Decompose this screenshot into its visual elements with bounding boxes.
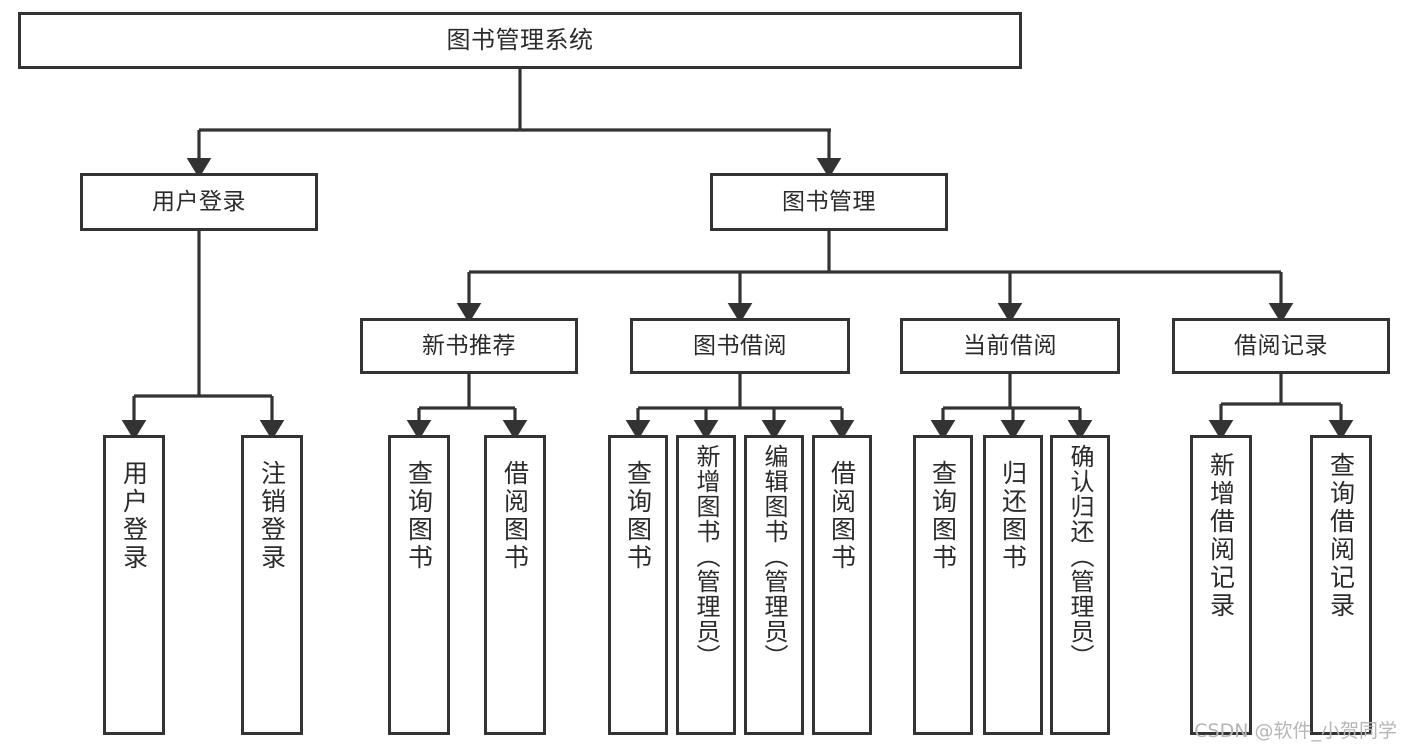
leaf-query-book-newbook[interactable]: 查询图书	[388, 435, 450, 735]
node-label: 图书借阅	[693, 332, 787, 359]
node-label: 图书管理系统	[446, 25, 594, 54]
leaf-logout-login[interactable]: 注销登录	[241, 435, 303, 735]
leaf-borrow-book[interactable]: 借阅图书	[812, 435, 872, 735]
leaf-query-book-borrow[interactable]: 查询图书	[608, 435, 668, 735]
node-label: 查询图书	[928, 460, 958, 572]
leaf-query-borrow-record[interactable]: 查询借阅记录	[1310, 435, 1372, 735]
leaf-return-book[interactable]: 归还图书	[983, 435, 1043, 735]
node-label: 图书管理	[782, 188, 876, 215]
leaf-borrow-book-newbook[interactable]: 借阅图书	[484, 435, 546, 735]
node-root-system[interactable]: 图书管理系统	[18, 12, 1022, 69]
node-label: 编辑图书（管理员）	[760, 444, 788, 669]
node-label: 注销登录	[257, 460, 287, 572]
node-label: 查询图书	[623, 460, 653, 572]
node-label: 归还图书	[998, 460, 1028, 572]
node-label: 当前借阅	[963, 332, 1057, 359]
node-label: 新增借阅记录	[1206, 452, 1236, 620]
node-label: 借阅图书	[500, 460, 530, 572]
node-label: 新增图书（管理员）	[692, 444, 720, 669]
node-label: 借阅图书	[827, 460, 857, 572]
leaf-confirm-return-admin[interactable]: 确认归还（管理员）	[1050, 435, 1110, 735]
csdn-watermark: CSDN @软件_小贺同学	[1194, 720, 1397, 742]
leaf-add-borrow-record[interactable]: 新增借阅记录	[1190, 435, 1252, 735]
leaf-edit-book-admin[interactable]: 编辑图书（管理员）	[744, 435, 804, 735]
node-current-borrow[interactable]: 当前借阅	[900, 318, 1120, 374]
leaf-user-login[interactable]: 用户登录	[103, 435, 165, 735]
node-label: 确认归还（管理员）	[1066, 444, 1094, 669]
node-borrow-record[interactable]: 借阅记录	[1172, 318, 1390, 374]
node-user-login[interactable]: 用户登录	[80, 173, 318, 231]
node-book-management[interactable]: 图书管理	[710, 173, 948, 231]
node-label: 借阅记录	[1234, 332, 1328, 359]
node-book-borrow[interactable]: 图书借阅	[630, 318, 850, 374]
node-label: 用户登录	[119, 460, 149, 572]
node-label: 查询图书	[404, 460, 434, 572]
leaf-add-book-admin[interactable]: 新增图书（管理员）	[676, 435, 736, 735]
node-new-book-recommend[interactable]: 新书推荐	[360, 318, 578, 374]
node-label: 新书推荐	[422, 332, 516, 359]
leaf-query-book-current[interactable]: 查询图书	[913, 435, 973, 735]
node-label: 查询借阅记录	[1326, 452, 1356, 620]
node-label: 用户登录	[152, 188, 246, 215]
